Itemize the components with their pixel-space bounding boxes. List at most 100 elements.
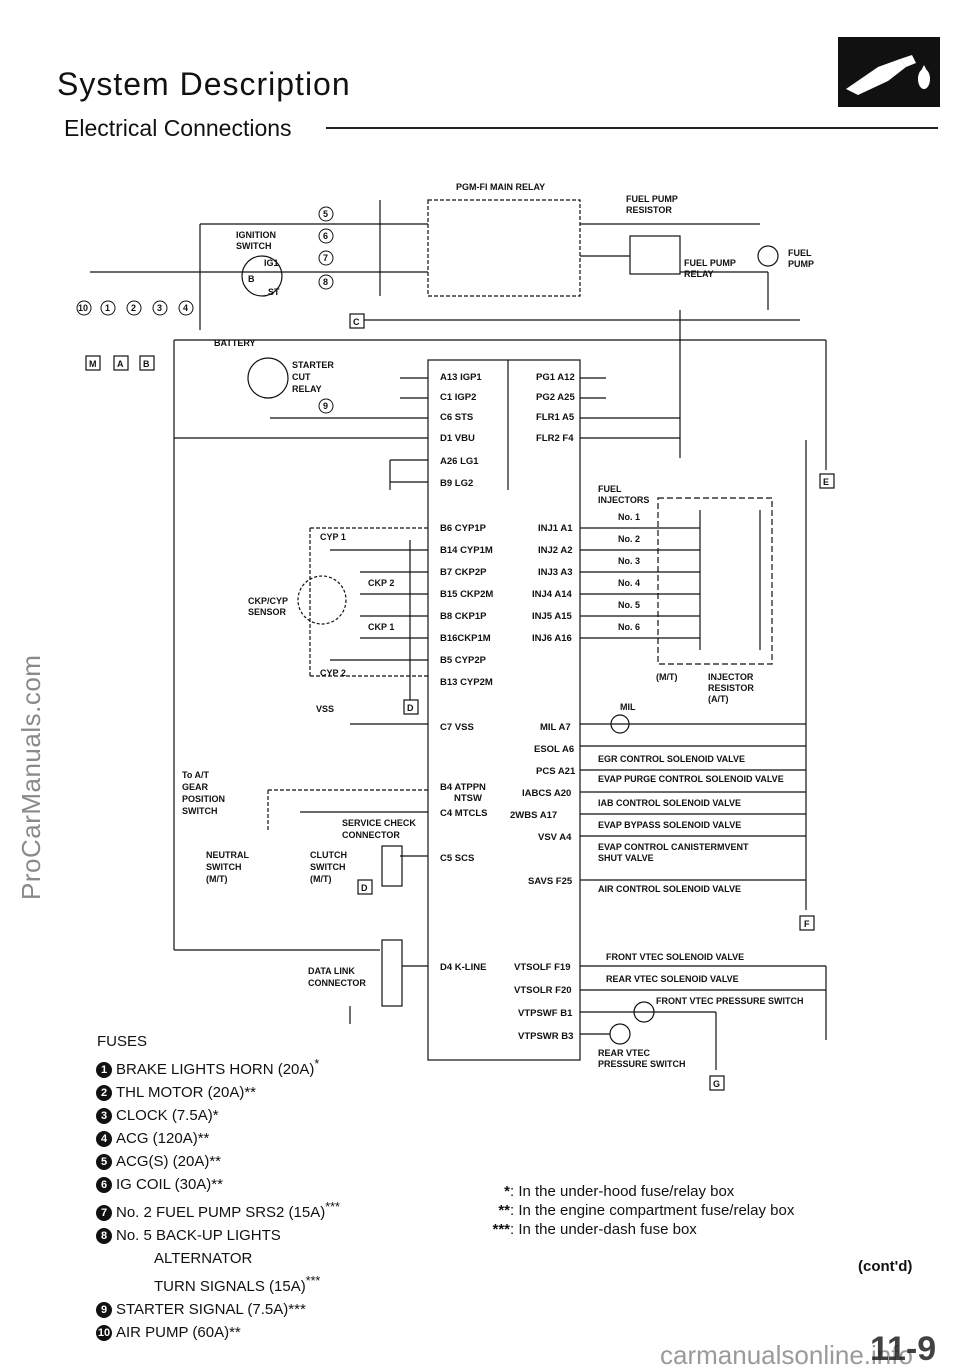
connector-g	[709, 1075, 725, 1091]
ecm-pin-right: VSV A4	[538, 832, 572, 843]
ecm-pin-right: FLR1 A5	[536, 412, 575, 423]
label-inj-no4: No. 4	[618, 578, 640, 588]
note-mark: **	[498, 1202, 510, 1219]
connector-label-g: G	[713, 1079, 720, 1089]
fuel-system-logo	[838, 37, 940, 107]
ecm-pin-right: INJ2 A2	[538, 545, 573, 556]
note-text: : In the under-dash fuse box	[510, 1221, 697, 1238]
ecm-pin-right: INJ3 A3	[538, 567, 573, 578]
connector-m	[85, 355, 101, 371]
fuse-item-continued: ALTERNATOR	[96, 1247, 340, 1270]
ecm-pin-right: VTSOLF F19	[514, 962, 570, 973]
ecm-pin-left: B8 CKP1P	[440, 611, 487, 622]
label-evap-canister-2: SHUT VALVE	[598, 853, 654, 863]
ecm-pin-right: 2WBS A17	[510, 810, 557, 821]
ecm-pin-left: C7 VSS	[440, 722, 474, 733]
label-b: B	[248, 274, 255, 284]
fuse-number: 2	[96, 1085, 112, 1101]
label-main-relay: PGM-FI MAIN RELAY	[456, 182, 545, 192]
ecm-pin-right: VTSOLR F20	[514, 985, 572, 996]
fuse-text: BRAKE LIGHTS HORN (20A)	[116, 1061, 315, 1078]
label-to-at-1: To A/T	[182, 770, 209, 780]
note-row: ***: In the under-dash fuse box	[476, 1220, 794, 1239]
note-text: : In the engine compartment fuse/relay b…	[510, 1202, 795, 1219]
fuse-mark: ***	[305, 1274, 321, 1288]
fuse-ref-3: 3	[157, 303, 162, 313]
connector-a	[113, 355, 129, 371]
connector-label-m: M	[89, 359, 97, 369]
ecm-pin-left: C1 IGP2	[440, 392, 476, 403]
label-mt: (M/T)	[656, 672, 678, 682]
fuel-nozzle-icon	[846, 55, 930, 95]
label-service-check-2: CONNECTOR	[342, 830, 400, 840]
label-neutral-3: (M/T)	[206, 874, 228, 884]
connector-label-d2: D	[361, 883, 368, 893]
fuse-mark: *	[314, 1057, 320, 1071]
page-number: 11-9	[870, 1330, 937, 1368]
connector-c	[349, 313, 365, 329]
connector-label-c: C	[353, 317, 360, 327]
ecm-pin-left: B9 LG2	[440, 478, 473, 489]
ecm-pin-left: C5 SCS	[440, 853, 474, 864]
label-inj-res-2: RESISTOR	[708, 683, 754, 693]
label-service-check-1: SERVICE CHECK	[342, 818, 416, 828]
fuse-ref-4: 4	[183, 303, 188, 313]
connector-e	[819, 473, 835, 489]
fuse-text: ACG(S) (20A)**	[116, 1153, 222, 1170]
main-relay-box	[427, 199, 581, 297]
label-inj-no3: No. 3	[618, 556, 640, 566]
label-rear-vtec: REAR VTEC SOLENOID VALVE	[606, 974, 739, 984]
ecm-pin-left: B5 CYP2P	[440, 655, 487, 666]
label-ckpcyp-1: CKP/CYP	[248, 596, 288, 606]
fuse-text: STARTER SIGNAL (7.5A)***	[116, 1301, 306, 1318]
fuse-ref-9: 9	[323, 401, 328, 411]
fuse-ref-10: 10	[78, 303, 88, 313]
ecm-pin-right: VTPSWR B3	[518, 1031, 573, 1042]
label-neutral-2: SWITCH	[206, 862, 242, 872]
label-mil: MIL	[620, 702, 636, 712]
watermark-bottom: carmanualsonline.info	[660, 1340, 913, 1370]
label-st: ST	[268, 287, 280, 297]
label-air-control: AIR CONTROL SOLENOID VALVE	[598, 884, 741, 894]
fuse-text: THL MOTOR (20A)**	[116, 1084, 257, 1101]
label-injectors-2: INJECTORS	[598, 495, 649, 505]
label-injectors-1: FUEL	[598, 484, 622, 494]
label-cyp2: CYP 2	[320, 668, 346, 678]
fuse-ref-circles	[76, 206, 334, 414]
wires	[90, 199, 827, 1070]
connector-d2	[357, 879, 373, 895]
label-clutch-2: SWITCH	[310, 862, 346, 872]
connector-d1	[403, 699, 419, 715]
fuse-text: IG COIL (30A)**	[116, 1176, 223, 1193]
ecm-pin-right: INJ1 A1	[538, 523, 573, 534]
ecm-pin-right: FLR2 F4	[536, 433, 574, 444]
ecm-pin-right: ESOL A6	[534, 744, 574, 755]
fuses-header: FUSES	[97, 1033, 148, 1050]
connector-labels: M A B C D D E F G	[89, 317, 829, 1089]
label-starter-cut-3: RELAY	[292, 384, 322, 394]
fuse-text: No. 2 FUEL PUMP SRS2 (15A)	[116, 1204, 326, 1221]
label-neutral-1: NEUTRAL	[206, 850, 249, 860]
ecm-left-pins: A13 IGP1 C1 IGP2 C6 STS D1 VBU A26 LG1 B…	[440, 372, 493, 973]
label-fp-relay-1: FUEL PUMP	[684, 258, 736, 268]
label-to-at-3: POSITION	[182, 794, 225, 804]
label-evap-purge: EVAP PURGE CONTROL SOLENOID VALVE	[598, 774, 784, 784]
fuse-number: 7	[96, 1205, 112, 1221]
label-starter-cut-2: CUT	[292, 372, 311, 382]
label-ig1: IG1	[264, 258, 279, 268]
label-fp-relay-2: RELAY	[684, 269, 714, 279]
label-rear-vtec-ps-2: PRESSURE SWITCH	[598, 1059, 686, 1069]
fuse-text: ALTERNATOR	[154, 1250, 253, 1267]
label-egr: EGR CONTROL SOLENOID VALVE	[598, 754, 745, 764]
label-ignition-2: SWITCH	[236, 241, 272, 251]
label-rear-vtec-ps-1: REAR VTEC	[598, 1048, 651, 1058]
section-subtitle: Electrical Connections	[64, 115, 292, 141]
label-vss: VSS	[316, 704, 334, 714]
fuse-number: 8	[96, 1228, 112, 1244]
